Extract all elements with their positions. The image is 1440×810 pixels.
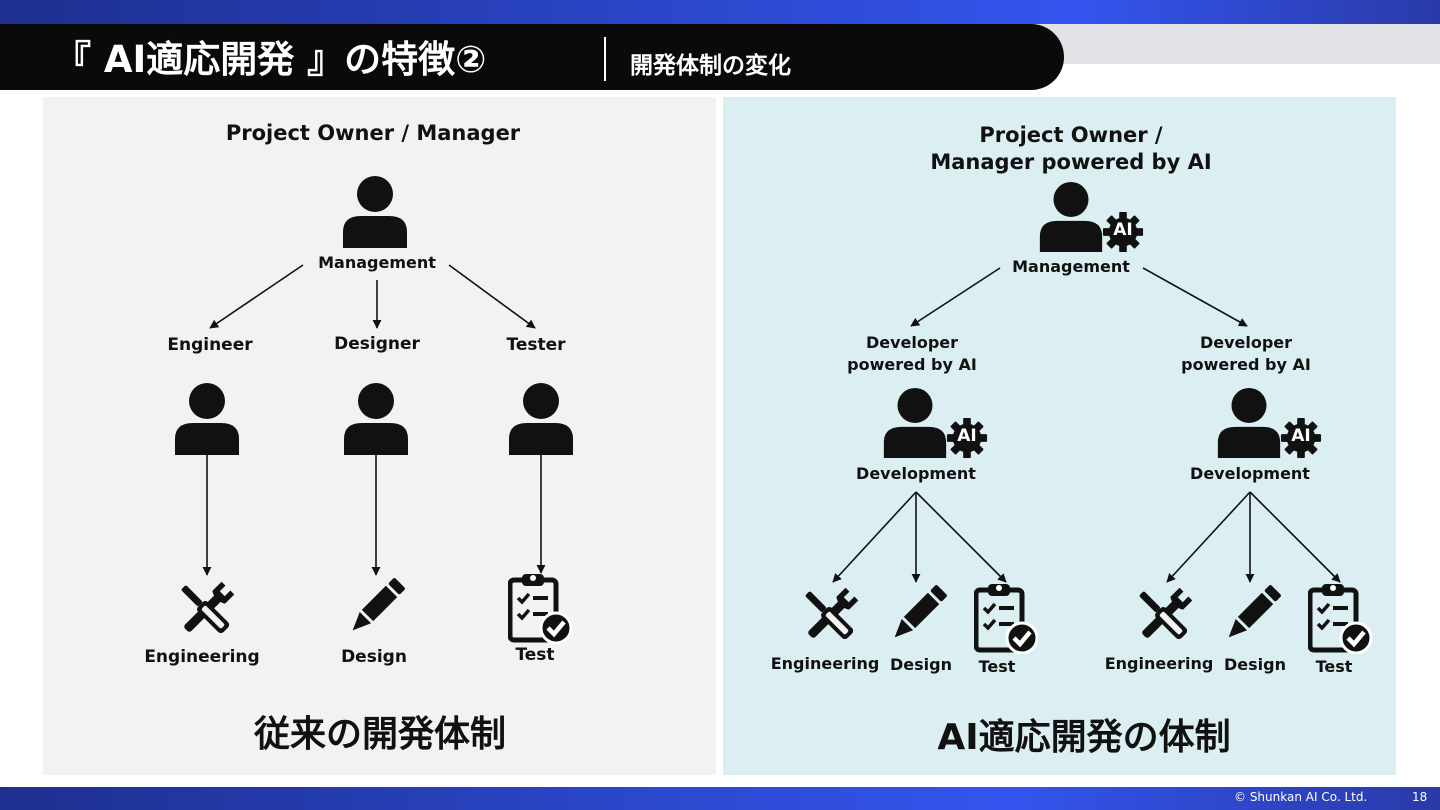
development2-label: Development (1190, 464, 1310, 483)
right-owner-line1: Project Owner / (979, 123, 1163, 147)
ai-badge-text: AI (1113, 220, 1133, 240)
role-tester-label: Tester (506, 335, 566, 355)
clipboard-check-icon (974, 582, 1038, 654)
title-light-strip (1000, 24, 1440, 64)
output-engineering-label: Engineering (1104, 654, 1214, 673)
arrow-dev1-test (915, 491, 1007, 583)
ai-badge-text: AI (1291, 426, 1311, 446)
person-icon (175, 381, 239, 455)
developer2-line2: powered by AI (1181, 355, 1311, 374)
output-test-label: Test (1315, 657, 1353, 676)
ai-badge-text: AI (957, 426, 977, 446)
output-engineering-label: Engineering (770, 654, 880, 673)
page-number: 18 (1412, 790, 1428, 804)
person-icon (1217, 386, 1281, 458)
wrench-screwdriver-icon (170, 578, 242, 642)
arrow-mgmt-dev2 (1142, 267, 1248, 327)
output-design-label: Design (1224, 655, 1286, 674)
right-management-label: Management (1012, 257, 1130, 276)
page-subtitle: 開発体制の変化 (630, 53, 791, 79)
person-icon (344, 381, 408, 455)
traditional-caption: 従来の開発体制 (253, 714, 507, 755)
right-owner-line2: Manager powered by AI (930, 150, 1212, 174)
person-icon (509, 381, 573, 455)
person-icon (883, 386, 947, 458)
copyright-text: © Shunkan AI Co. Ltd. (1234, 790, 1368, 804)
person-icon (343, 174, 407, 248)
bottom-accent-band (0, 787, 1440, 810)
arrow-mgmt-dev1 (910, 267, 1001, 327)
developer1-line2: powered by AI (847, 355, 977, 374)
output-design-label: Design (341, 647, 407, 667)
arrow-dev2-test (1249, 491, 1341, 583)
title-bar (0, 24, 1064, 90)
title-divider (604, 37, 606, 81)
role-designer-label: Designer (334, 334, 420, 354)
ai-caption: AI適応開発の体制 (937, 717, 1231, 758)
role-engineer-label: Engineer (167, 335, 253, 355)
person-icon (1039, 180, 1103, 252)
output-design-label: Design (890, 655, 952, 674)
pencil-icon (886, 582, 950, 646)
left-owner-label: Project Owner / Manager (225, 121, 521, 145)
arrow-mgmt-tester (448, 264, 536, 329)
developer1-line1: Developer (865, 333, 959, 352)
clipboard-check-icon (508, 572, 572, 644)
development1-label: Development (856, 464, 976, 483)
output-test-label: Test (515, 645, 555, 665)
wrench-screwdriver-icon (794, 584, 866, 648)
wrench-screwdriver-icon (1128, 584, 1200, 648)
arrow-mgmt-engineer (209, 264, 304, 329)
left-management-label: Management (318, 253, 436, 272)
arrow-dev2-engineering (1166, 491, 1251, 583)
output-test-label: Test (978, 657, 1016, 676)
page-title: 『 AI適応開発 』の特徴② (54, 38, 487, 81)
pencil-icon (1220, 582, 1284, 646)
top-accent-band (0, 0, 1440, 24)
developer2-line1: Developer (1199, 333, 1293, 352)
arrow-dev1-engineering (832, 491, 917, 583)
pencil-icon (344, 575, 408, 639)
output-engineering-label: Engineering (144, 647, 260, 667)
clipboard-check-icon (1308, 582, 1372, 654)
